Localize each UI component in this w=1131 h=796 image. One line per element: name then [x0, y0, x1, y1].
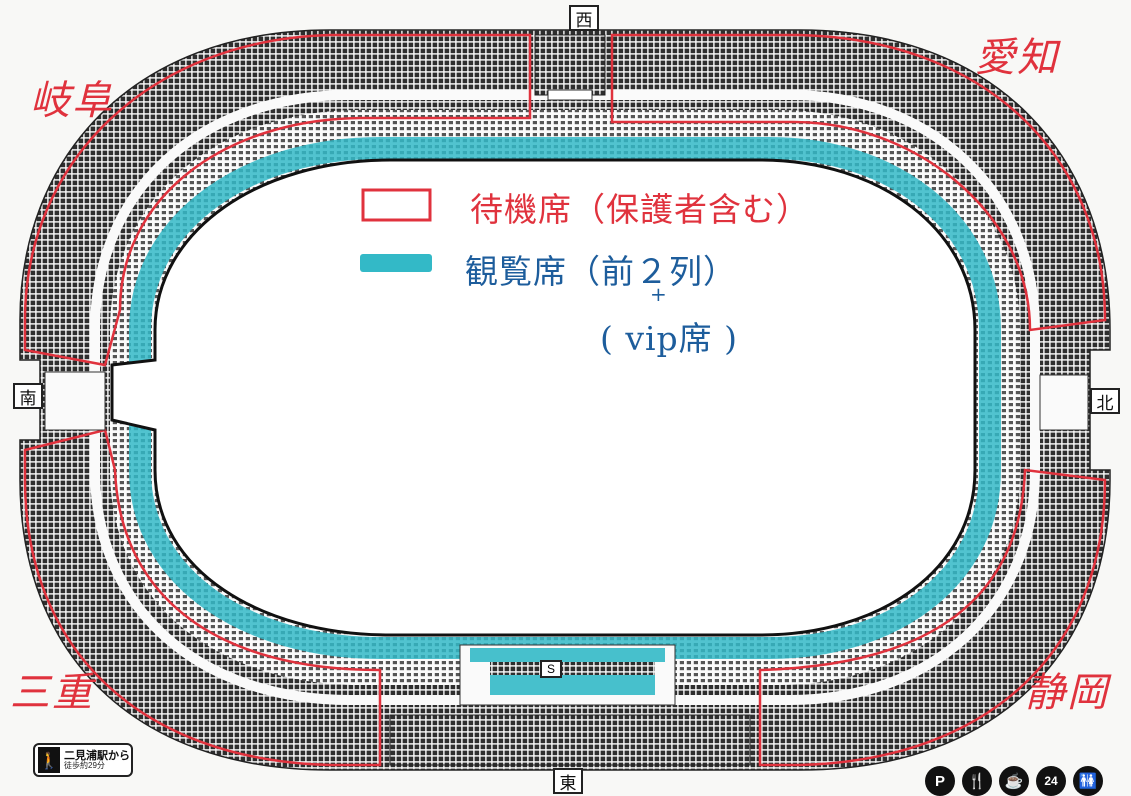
top-center-gate	[547, 89, 593, 101]
walking-person-icon: 🚶	[38, 747, 60, 773]
waiting-block-southwest	[23, 428, 382, 767]
north-label: 北	[1090, 388, 1120, 414]
vip-stand	[389, 644, 751, 766]
waiting-seat-outlines	[23, 33, 1107, 767]
access-walk-time: 徒歩約29分	[64, 760, 105, 770]
prefecture-top-left: 岐阜	[30, 78, 114, 124]
north-gate-area	[1039, 374, 1089, 431]
aisle-ring	[90, 90, 1040, 705]
waiting-block-northwest	[23, 33, 532, 367]
top-center-block	[534, 34, 606, 96]
legend-waiting-label: 待機席（保護者含む）	[470, 190, 810, 229]
waiting-block-southeast	[758, 468, 1107, 767]
vip-seats-mid	[490, 662, 655, 675]
field	[110, 158, 977, 637]
legend-plus: +	[650, 282, 668, 306]
lower-seat-block	[389, 714, 751, 766]
waiting-block-northeast	[610, 33, 1107, 332]
cafe-icon: ☕	[999, 766, 1029, 796]
south-gate-area	[44, 371, 106, 431]
prefecture-top-right: 愛知	[975, 35, 1059, 81]
vip-sign: S	[540, 660, 562, 678]
legend-viewing-label: 観覧席（前２列）	[465, 252, 737, 291]
access-station: 二見浦駅から	[64, 749, 130, 762]
legend-waiting-swatch	[361, 188, 432, 222]
west-label: 西	[569, 5, 599, 31]
prefecture-bottom-left: 三重	[10, 670, 94, 716]
24h-icon: 24	[1036, 766, 1066, 796]
restaurant-icon: 🍴	[962, 766, 992, 796]
viewing-seat-band	[129, 137, 1001, 659]
legend-vip-label: ( vip席 )	[600, 319, 739, 358]
east-label: 東	[553, 768, 583, 794]
restroom-icon: 🚻	[1073, 766, 1103, 796]
vip-seats-top	[470, 648, 665, 662]
parking-icon: P	[925, 766, 955, 796]
vip-seats-bottom	[490, 675, 655, 695]
legend-viewing-swatch	[360, 254, 432, 272]
prefecture-bottom-right: 静岡	[1025, 670, 1109, 716]
south-label: 南	[13, 383, 43, 409]
access-info: 🚶 二見浦駅から 徒歩約29分	[33, 743, 133, 777]
